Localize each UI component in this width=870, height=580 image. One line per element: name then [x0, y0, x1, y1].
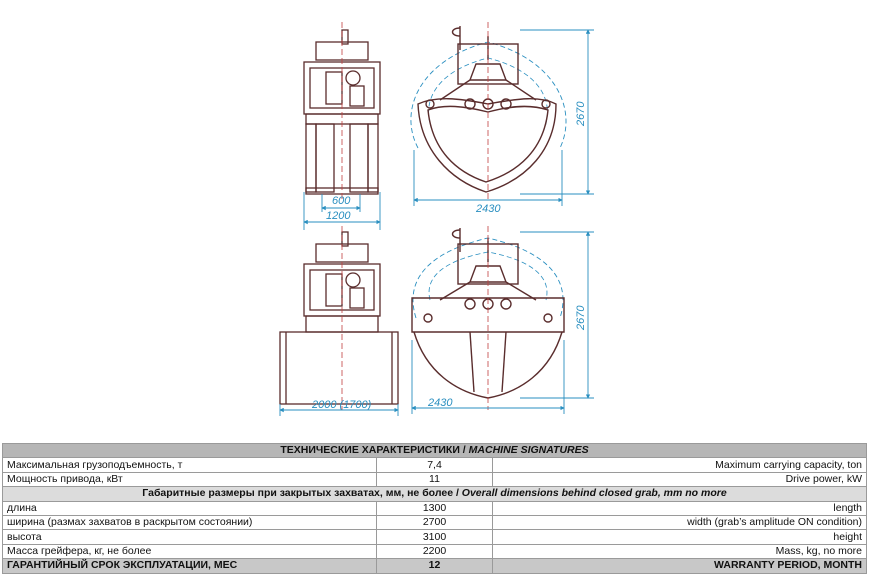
row-value: 2700 — [376, 514, 493, 531]
row-label-ru: Мощность привода, кВт — [2, 471, 377, 488]
front-view-open — [410, 22, 567, 200]
specs-header-row: ТЕХНИЧЕСКИЕ ХАРАКТЕРИСТИКИ / MACHINE SIG… — [1, 442, 868, 459]
dim-2000-1700: 2000 (1700) — [311, 399, 372, 411]
row-value: 1300 — [376, 500, 493, 516]
table-row: высота 3100 height — [2, 529, 868, 545]
specs-table: ТЕХНИЧЕСКИЕ ХАРАКТЕРИСТИКИ / MACHINE SIG… — [1, 442, 868, 574]
specs-title-en: MACHINE SIGNATURES — [468, 444, 589, 457]
warranty-row: ГАРАНТИЙНЫЙ СРОК ЭКСПЛУАТАЦИИ, МЕС 12 WA… — [2, 558, 868, 574]
row-label-en: length — [491, 500, 868, 516]
warranty-value: 12 — [376, 558, 493, 574]
row-value: 7,4 — [376, 457, 493, 473]
dim-2670-bottom: 2670 — [575, 305, 587, 331]
dimensions-section-row: Габаритные размеры при закрытых захватах… — [1, 486, 868, 502]
dims-top-front — [413, 29, 594, 206]
row-value: 11 — [376, 471, 493, 488]
table-row: ширина (размах захватов в раскрытом сост… — [2, 514, 868, 531]
section-title-en: Overall dimensions behind closed grab, m… — [461, 487, 727, 500]
specs-title-ru: ТЕХНИЧЕСКИЕ ХАРАКТЕРИСТИКИ / — [280, 444, 469, 457]
dims-bottom-front — [411, 231, 594, 414]
specs-title: ТЕХНИЧЕСКИЕ ХАРАКТЕРИСТИКИ / MACHINE SIG… — [1, 442, 868, 459]
row-value: 2200 — [376, 543, 493, 560]
dims-bottom-side — [279, 404, 399, 416]
front-view-closed — [411, 226, 565, 410]
row-label-ru: Масса грейфера, кг, не более — [2, 543, 377, 560]
table-row: Масса грейфера, кг, не более 2200 Mass, … — [2, 543, 868, 560]
row-label-en: Mass, kg, no more — [491, 543, 868, 560]
dim-1200: 1200 — [326, 210, 351, 222]
row-label-ru: длина — [2, 500, 377, 516]
row-label-en: width (grab’s amplitude ON condition) — [491, 514, 868, 531]
dim-2430-bottom: 2430 — [427, 397, 453, 409]
section-title-ru: Габаритные размеры при закрытых захватах… — [142, 487, 462, 500]
dim-2430-top: 2430 — [475, 203, 501, 215]
row-label-ru: ширина (размах захватов в раскрытом сост… — [2, 514, 377, 531]
row-label-ru: высота — [2, 529, 377, 545]
dim-2670-top: 2670 — [575, 101, 587, 127]
row-label-en: height — [491, 529, 868, 545]
row-label-en: Maximum carrying capacity, ton — [491, 457, 868, 473]
table-row: Мощность привода, кВт 11 Drive power, kW — [2, 471, 868, 488]
dims-top-side — [303, 192, 381, 230]
technical-drawing: 600 1200 2430 2670 — [279, 22, 594, 416]
dimensions-section-title: Габаритные размеры при закрытых захватах… — [1, 486, 868, 502]
warranty-label-en: WARRANTY PERIOD, MONTH — [491, 558, 868, 574]
dim-600: 600 — [332, 195, 351, 207]
warranty-label-ru: ГАРАНТИЙНЫЙ СРОК ЭКСПЛУАТАЦИИ, МЕС — [2, 558, 377, 574]
row-value: 3100 — [376, 529, 493, 545]
row-label-ru: Максимальная грузоподъемность, т — [2, 457, 377, 473]
table-row: Максимальная грузоподъемность, т 7,4 Max… — [2, 457, 868, 473]
table-row: длина 1300 length — [2, 500, 868, 516]
side-view-closed — [279, 231, 399, 405]
row-label-en: Drive power, kW — [491, 471, 868, 488]
